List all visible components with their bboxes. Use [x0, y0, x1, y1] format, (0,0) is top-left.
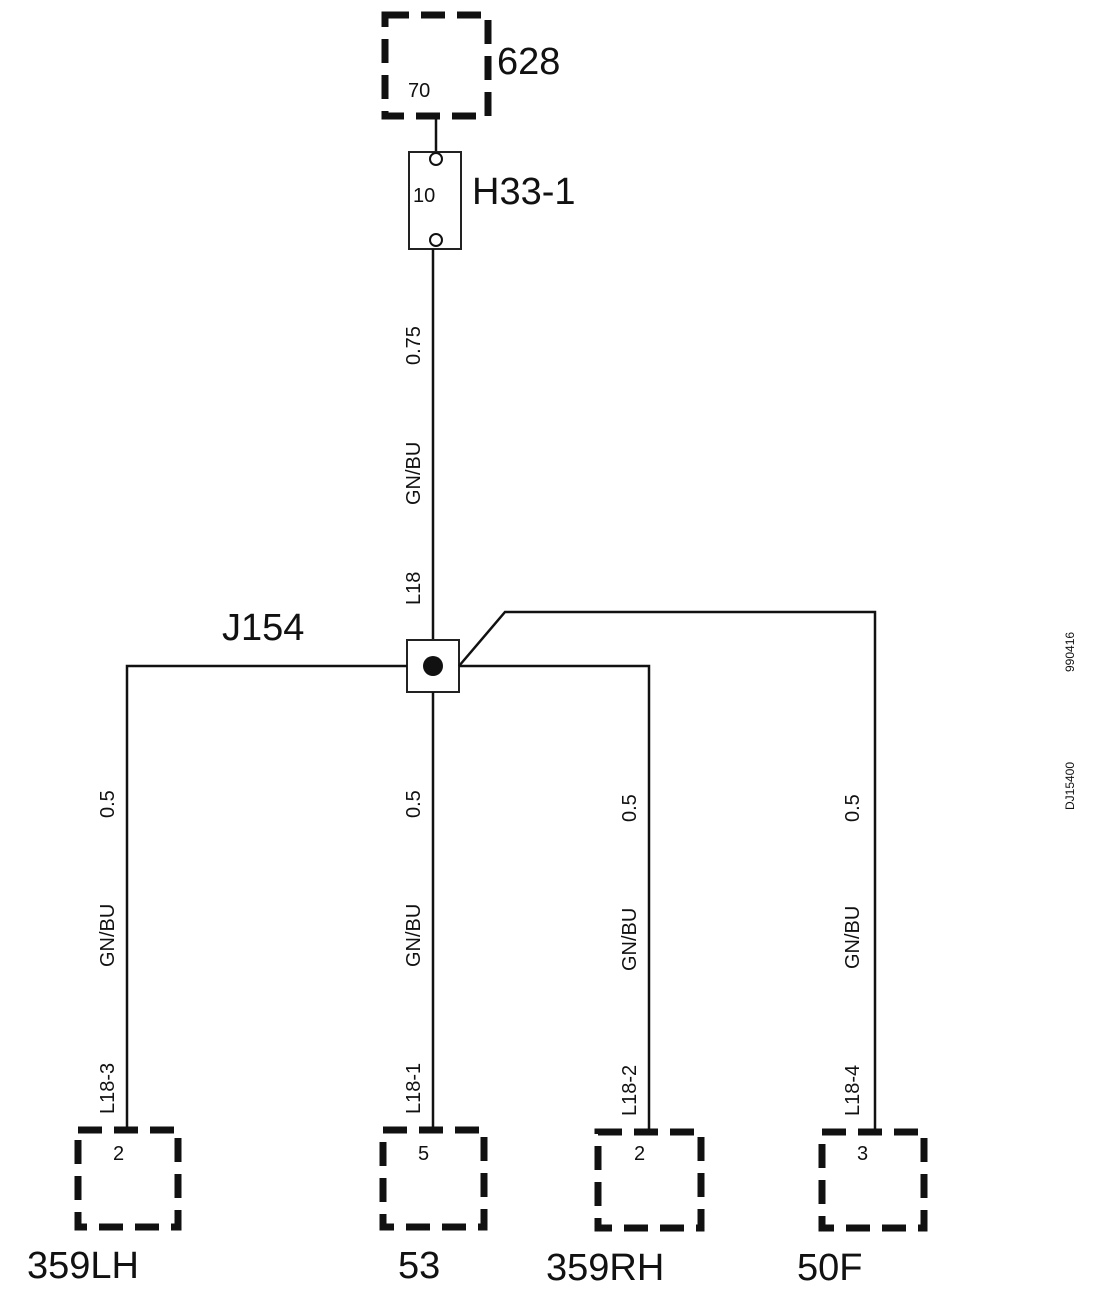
branch-53-color: GN/BU — [403, 904, 425, 967]
connector-359rh-label: 359RH — [546, 1247, 664, 1289]
connector-628-outline — [381, 11, 492, 120]
splice-dot — [423, 656, 443, 676]
branch-359rh-harness: L18-2 — [619, 1065, 641, 1116]
connector-50f-pin: 3 — [857, 1143, 868, 1165]
fuse-terminal-bottom — [429, 233, 443, 247]
wire-branch-50f — [458, 610, 877, 1130]
connector-359rh-outline — [594, 1128, 705, 1232]
branch-50f-size: 0.5 — [842, 794, 864, 822]
main-wire-size: 0.75 — [403, 326, 425, 365]
main-wire-harness: L18 — [403, 572, 425, 605]
connector-50f-outline — [818, 1128, 928, 1232]
connector-359lh-pin: 2 — [113, 1143, 124, 1165]
branch-53-size: 0.5 — [403, 790, 425, 818]
branch-359rh-color: GN/BU — [619, 908, 641, 971]
branch-50f-harness: L18-4 — [842, 1065, 864, 1116]
connector-359lh-label: 359LH — [27, 1245, 139, 1287]
fuse-terminal-top — [429, 152, 443, 166]
branch-359lh: 0.5 GN/BU L18-3 2 359LH — [27, 790, 182, 1287]
wire-branch-359lh — [125, 664, 407, 1130]
branch-359lh-harness: L18-3 — [97, 1063, 119, 1114]
connector-50f-label: 50F — [797, 1247, 862, 1289]
branch-53-harness: L18-1 — [403, 1063, 425, 1114]
connector-359lh-outline — [74, 1126, 182, 1231]
splice-j154: J154 — [222, 607, 460, 693]
connector-53-label: 53 — [398, 1245, 440, 1287]
connector-53-pin: 5 — [418, 1143, 429, 1165]
connector-628: 70 628 — [381, 11, 560, 120]
connector-628-label: 628 — [497, 41, 560, 83]
branch-359rh-size: 0.5 — [619, 794, 641, 822]
connector-53-outline — [379, 1126, 488, 1231]
fuse-label: H33-1 — [472, 171, 576, 213]
date-code: 990416 — [1063, 632, 1077, 672]
fuse-h33-1: 10 H33-1 — [408, 151, 576, 250]
main-wire-color: GN/BU — [403, 442, 425, 505]
fuse-rating: 10 — [413, 185, 435, 207]
branch-359lh-size: 0.5 — [97, 790, 119, 818]
branch-50f-color: GN/BU — [842, 906, 864, 969]
wire-branch-359rh — [459, 664, 651, 1130]
branch-53: 0.5 GN/BU L18-1 5 53 — [379, 790, 488, 1287]
branch-50f: 0.5 GN/BU L18-4 3 50F — [797, 794, 928, 1289]
fuse-body — [408, 151, 462, 250]
connector-359rh-pin: 2 — [634, 1143, 645, 1165]
branch-359lh-color: GN/BU — [97, 904, 119, 967]
splice-label: J154 — [222, 607, 304, 649]
drawing-code: DJ15400 — [1063, 762, 1077, 810]
branch-359rh: 0.5 GN/BU L18-2 2 359RH — [546, 794, 705, 1289]
connector-628-pin: 70 — [408, 80, 430, 102]
